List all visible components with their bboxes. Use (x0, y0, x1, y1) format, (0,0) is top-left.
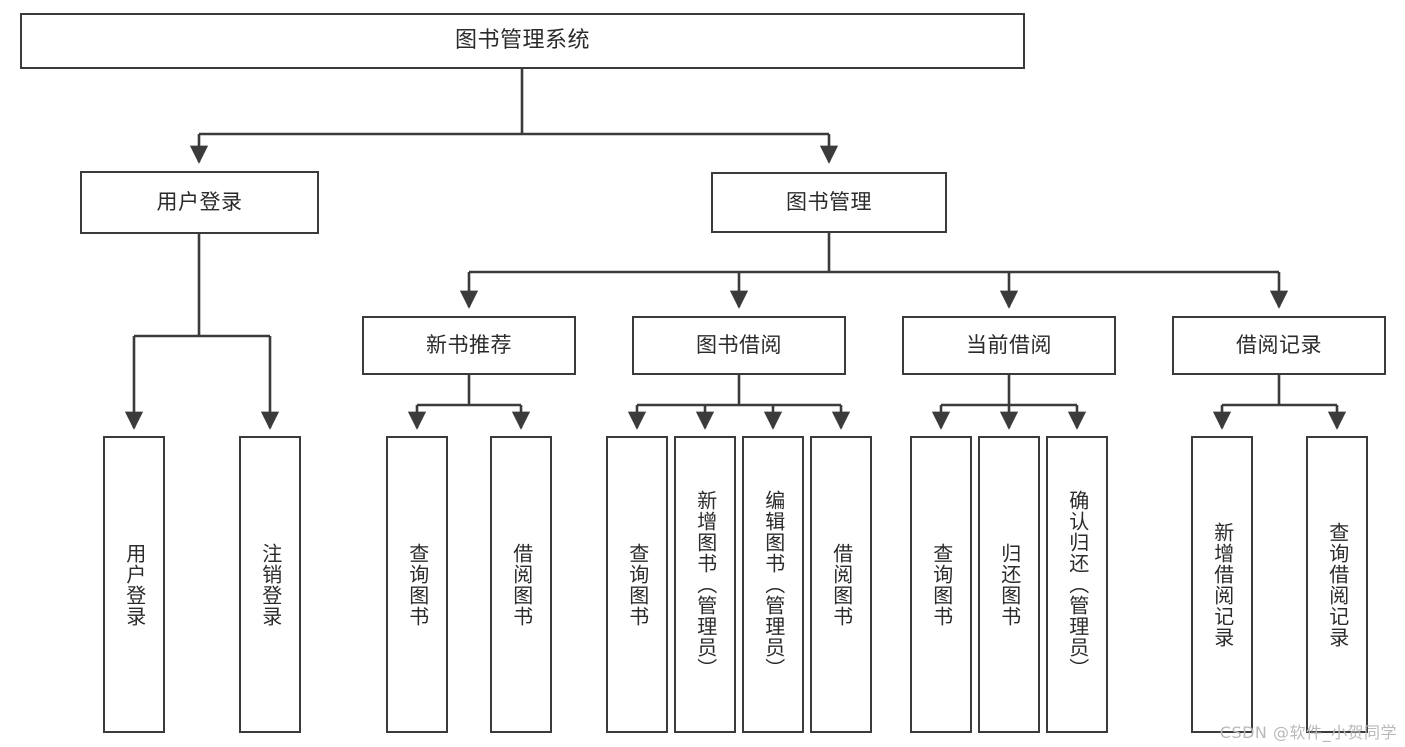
node-label: 新增图书（管理员） (693, 490, 718, 679)
node-label: 图书借阅 (696, 332, 782, 357)
leaf-borrow-book[interactable]: 借阅图书 (810, 436, 872, 733)
leaf-query-book-recommend[interactable]: 查询图书 (386, 436, 448, 733)
node-label: 查询图书 (929, 542, 954, 627)
node-current-borrow[interactable]: 当前借阅 (902, 316, 1116, 375)
leaf-add-book-admin[interactable]: 新增图书（管理员） (674, 436, 736, 733)
node-label: 查询借阅记录 (1325, 521, 1350, 648)
node-label: 新增借阅记录 (1210, 521, 1235, 648)
leaf-user-login[interactable]: 用户登录 (103, 436, 165, 733)
node-book-management[interactable]: 图书管理 (711, 172, 947, 233)
node-label: 用户登录 (156, 189, 243, 214)
node-label: 图书管理系统 (454, 27, 590, 53)
leaf-logout[interactable]: 注销登录 (239, 436, 301, 733)
node-label: 当前借阅 (966, 332, 1052, 357)
leaf-return-book[interactable]: 归还图书 (978, 436, 1040, 733)
node-label: 注销登录 (258, 542, 283, 627)
node-label: 确认归还（管理员） (1065, 490, 1090, 679)
node-new-book-recommend[interactable]: 新书推荐 (362, 316, 576, 375)
node-label: 借阅记录 (1236, 332, 1322, 357)
node-label: 归还图书 (997, 542, 1022, 627)
leaf-confirm-return-admin[interactable]: 确认归还（管理员） (1046, 436, 1108, 733)
leaf-query-book-borrow[interactable]: 查询图书 (606, 436, 668, 733)
node-label: 新书推荐 (426, 332, 512, 357)
leaf-query-borrow-record[interactable]: 查询借阅记录 (1306, 436, 1368, 733)
watermark: CSDN @软件_小贺同学 (1219, 723, 1397, 742)
node-book-borrow[interactable]: 图书借阅 (632, 316, 846, 375)
leaf-add-borrow-record[interactable]: 新增借阅记录 (1191, 436, 1253, 733)
node-label: 查询图书 (625, 542, 650, 627)
node-label: 用户登录 (122, 542, 147, 627)
node-root-system[interactable]: 图书管理系统 (20, 13, 1025, 69)
node-label: 借阅图书 (509, 542, 534, 627)
node-label: 编辑图书（管理员） (761, 490, 786, 679)
node-user-login[interactable]: 用户登录 (80, 171, 319, 234)
node-label: 借阅图书 (829, 542, 854, 627)
leaf-query-book-current[interactable]: 查询图书 (910, 436, 972, 733)
node-label: 查询图书 (405, 542, 430, 627)
node-borrow-records[interactable]: 借阅记录 (1172, 316, 1386, 375)
leaf-borrow-book-recommend[interactable]: 借阅图书 (490, 436, 552, 733)
leaf-edit-book-admin[interactable]: 编辑图书（管理员） (742, 436, 804, 733)
node-label: 图书管理 (786, 189, 872, 214)
